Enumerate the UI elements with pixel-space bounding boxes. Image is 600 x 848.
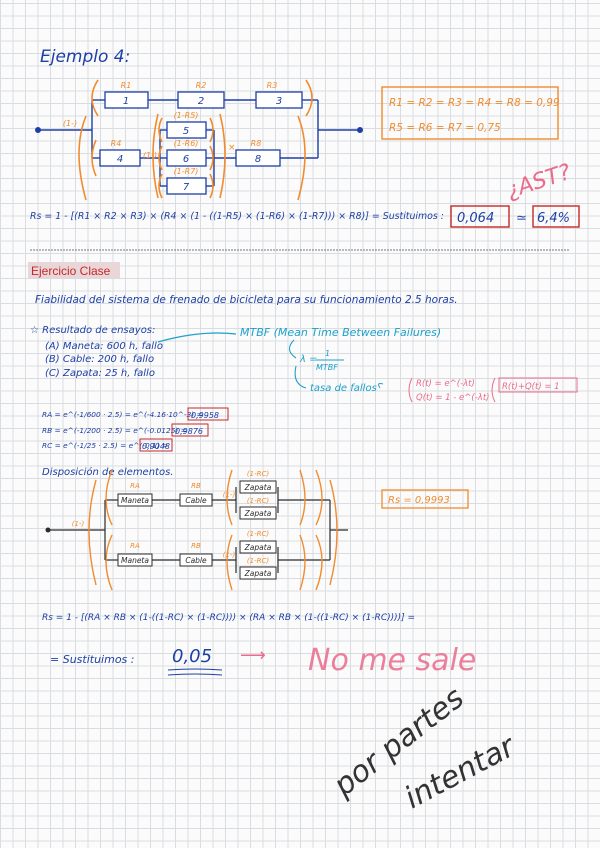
zapata-bottom-2: Zapata <box>244 569 272 578</box>
section-heading: Ejercicio Clase <box>31 264 111 278</box>
substitution-label: = Sustituimos : <box>50 653 135 666</box>
brake-input-node <box>46 528 51 533</box>
mtbf-definition: MTBF (Mean Time Between Failures) <box>240 326 441 339</box>
pink-brace-2 <box>492 378 495 402</box>
label-r8: R8 <box>251 139 262 148</box>
block-5: 5 <box>183 126 189 137</box>
test-item-c: (C) Zapata: 25 h, fallo <box>45 368 155 379</box>
cable-bottom: Cable <box>185 556 207 565</box>
reliability-function: R(t) = e^(-λt) <box>416 379 475 389</box>
lambda-denominator: MTBF <box>316 363 338 372</box>
identity: R(t)+Q(t) = 1 <box>502 382 560 392</box>
mtbf-curve <box>289 340 296 358</box>
brake-one-minus: (1-) <box>72 520 85 528</box>
lambda-numerator: 1 <box>325 349 330 358</box>
rc-label-bottom-1: (1-RC) <box>247 530 269 538</box>
label-r6: (1-R6) <box>174 139 199 148</box>
reliability-line-2: R5 = R6 = R7 = 0,75 <box>389 122 501 134</box>
brake-one-minus-bottom: (1-) <box>223 551 236 559</box>
unreliability-function: Q(t) = 1 - e^(-λt) <box>416 393 489 403</box>
zapata-bottom-1: Zapata <box>244 543 272 552</box>
component-boxes <box>100 92 302 194</box>
brake-grouping-brackets <box>89 470 337 590</box>
value-underline <box>168 669 222 675</box>
example-title: Ejemplo 4: <box>40 47 130 67</box>
brake-formula: Rs = 1 - [(RA × RB × (1-((1-RC) × (1-RC)… <box>42 613 415 623</box>
label-r7: (1-R7) <box>174 167 199 176</box>
block-6: 6 <box>183 154 189 165</box>
label-one-minus: (1-) <box>63 119 77 128</box>
test-item-b: (B) Cable: 200 h, fallo <box>45 354 154 365</box>
system-result: 0,064 <box>457 211 494 226</box>
ra-label-bottom: RA <box>130 542 140 550</box>
red-note: No me sale <box>308 643 476 678</box>
mtbf-arrow <box>158 333 236 342</box>
rb-label-bottom: RB <box>191 542 201 550</box>
times-sign: × <box>228 143 236 153</box>
label-r5: (1-R5) <box>174 111 199 120</box>
reliability-line-1: R1 = R2 = R3 = R4 = R8 = 0,99 <box>389 97 560 109</box>
block-8: 8 <box>255 154 261 165</box>
tasa-arrowhead <box>379 384 383 389</box>
maneta-bottom: Maneta <box>121 556 149 565</box>
problem-statement: Fiabilidad del sistema de frenado de bic… <box>35 294 458 306</box>
label-r4: R4 <box>111 139 122 148</box>
tests-title: ☆ Resultado de ensayos: <box>30 325 155 336</box>
lambda-eq: λ = <box>299 354 317 365</box>
output-node <box>357 127 363 133</box>
rb-value: 0,9876 <box>175 427 203 436</box>
block-4: 4 <box>117 154 123 165</box>
block-1: 1 <box>123 96 129 107</box>
approx-sign: ≃ <box>516 211 527 226</box>
ra-value: 0,9958 <box>191 411 219 420</box>
substitution-value: 0,05 <box>172 646 212 667</box>
zapata-top-2: Zapata <box>244 509 272 518</box>
label-r2: R2 <box>196 81 207 90</box>
cable-top: Cable <box>185 496 207 505</box>
label-one-minus-inner: (1-) <box>143 151 157 160</box>
rc-label-top-2: (1-RC) <box>247 497 269 505</box>
result-arrow: ⟶ <box>240 645 266 666</box>
brake-one-minus-top: (1-) <box>223 491 236 499</box>
layout-title: Disposición de elementos. <box>42 466 173 478</box>
rc-label-bottom-2: (1-RC) <box>247 557 269 565</box>
rb-calc: RB = e^(-1/200 · 2.5) = e^(-0.0125) = <box>42 426 187 435</box>
tasa-fallos: tasa de fallos <box>310 383 377 394</box>
input-node <box>35 127 41 133</box>
pink-brace <box>409 378 412 402</box>
system-percent: 6,4% <box>537 211 570 226</box>
maneta-top: Maneta <box>121 496 149 505</box>
rc-value: 0,9048 <box>142 442 170 451</box>
rb-label-top: RB <box>191 482 201 490</box>
margin-note: ¿AST? <box>504 160 575 204</box>
block-7: 7 <box>183 182 190 193</box>
tasa-arrow <box>295 366 306 388</box>
ra-label-top: RA <box>130 482 140 490</box>
system-formula: Rs = 1 - [(R1 × R2 × R3) × (R4 × (1 - ((… <box>30 211 444 222</box>
ra-calc: RA = e^(-1/600 · 2.5) = e^(-4.16·10^-3) … <box>42 410 203 419</box>
zapata-top-1: Zapata <box>244 483 272 492</box>
rc-label-top-1: (1-RC) <box>247 470 269 478</box>
label-r1: R1 <box>121 81 132 90</box>
test-item-a: (A) Maneta: 600 h, fallo <box>45 341 163 352</box>
label-r3: R3 <box>267 81 278 90</box>
block-3: 3 <box>276 96 282 107</box>
circuit-wires <box>38 100 360 186</box>
block-2: 2 <box>198 96 204 107</box>
rs-result: Rs = 0,9993 <box>388 495 450 506</box>
